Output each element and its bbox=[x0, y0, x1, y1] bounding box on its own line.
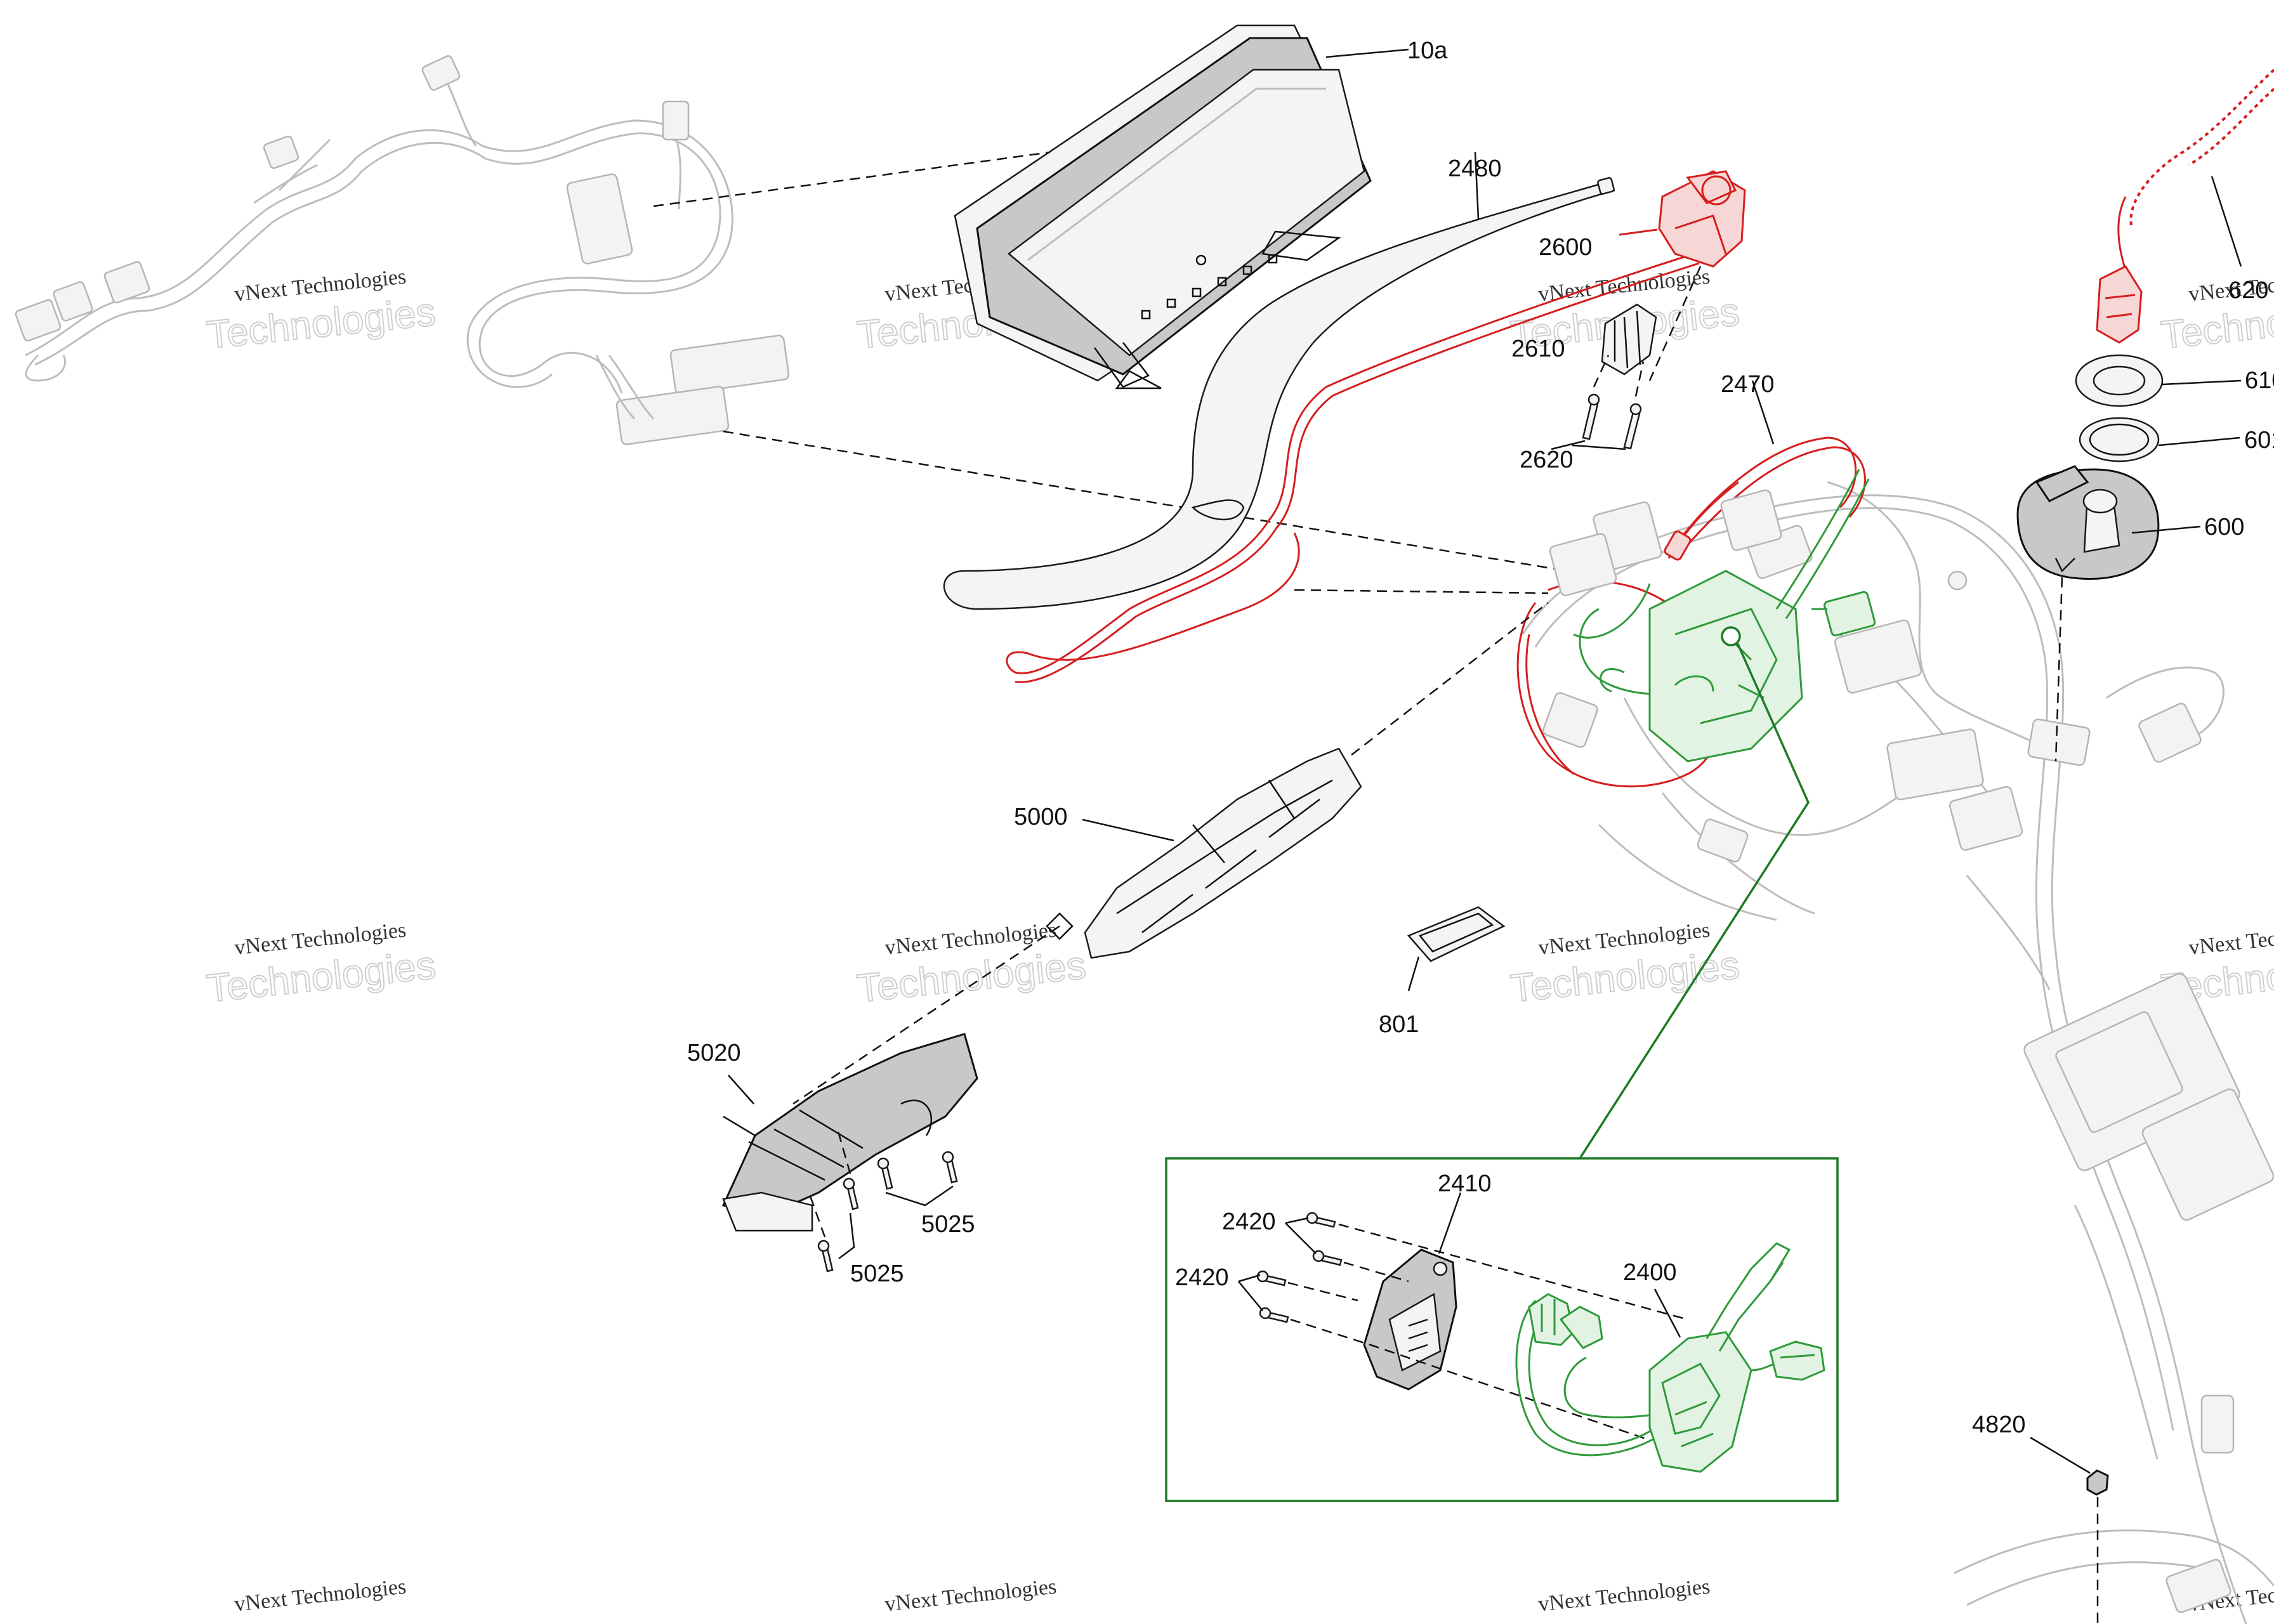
label-620: 620 bbox=[2228, 277, 2268, 304]
label-2600: 2600 bbox=[1539, 234, 1593, 261]
watermark: vNext Technologies bbox=[233, 1575, 407, 1616]
connection-line bbox=[1294, 589, 1549, 594]
watermark: Technologies vNext Technologies bbox=[204, 265, 438, 358]
nut-4820: 4820 bbox=[1972, 1411, 2109, 1624]
label-600: 600 bbox=[2204, 514, 2244, 540]
watermark: Technologies vNext Technologies bbox=[204, 918, 438, 1011]
label-5000: 5000 bbox=[1014, 804, 1068, 830]
detail-callout-leader bbox=[1579, 642, 1810, 1159]
screws-2420: 2420 2420 bbox=[1175, 1208, 1688, 1441]
label-801: 801 bbox=[1379, 1011, 1419, 1038]
switch-2600: 2600 bbox=[1539, 170, 1746, 268]
watermark: vNext Technologies bbox=[884, 1575, 1058, 1616]
label-2400: 2400 bbox=[1623, 1259, 1677, 1286]
label-2620: 2620 bbox=[1520, 447, 1574, 473]
harness-connectors bbox=[1542, 489, 1782, 863]
label-2410: 2410 bbox=[1438, 1170, 1492, 1197]
watermark: Technologies vNext Technologies bbox=[2159, 265, 2274, 358]
lanyard-620: 620 bbox=[2096, 69, 2274, 344]
ignition-switch-600: 600 bbox=[2016, 465, 2244, 762]
detail-callout-circle bbox=[1721, 626, 1741, 646]
housing-5000: 5000 bbox=[792, 602, 1549, 1105]
screws-5025: 5025 5025 bbox=[808, 1129, 975, 1287]
nut-610: 610 bbox=[2075, 354, 2274, 407]
watermark: Technologies vNext Technologies bbox=[855, 918, 1089, 1011]
washer-601: 601 bbox=[2079, 417, 2274, 462]
label-2420-lower: 2420 bbox=[1175, 1264, 1229, 1291]
svg-text:vNext Technologies: vNext Technologies bbox=[2188, 918, 2274, 959]
switch-housing-2410: 2410 bbox=[1363, 1170, 1492, 1391]
red-cable-assembly bbox=[1006, 252, 1700, 683]
label-2470: 2470 bbox=[1721, 371, 1775, 398]
label-2610: 2610 bbox=[1511, 336, 1565, 362]
label-5025-upper: 5025 bbox=[921, 1211, 975, 1238]
screws-2620: 2620 bbox=[1520, 355, 1645, 473]
label-5020: 5020 bbox=[687, 1040, 741, 1066]
watermark: vNext Technologies bbox=[1537, 1575, 1711, 1616]
label-5025-lower: 5025 bbox=[850, 1261, 904, 1287]
label-2420-upper: 2420 bbox=[1222, 1208, 1276, 1235]
main-wiring-harness bbox=[1521, 481, 2274, 1624]
label-601: 601 bbox=[2244, 427, 2274, 454]
gasket-801: 801 bbox=[1379, 906, 1506, 1038]
svg-text:vNext Technologies: vNext Technologies bbox=[884, 1575, 1058, 1616]
label-4820: 4820 bbox=[1972, 1411, 2026, 1438]
handlebar-switch-2400: 2400 bbox=[1515, 1242, 1825, 1473]
svg-text:vNext Technologies: vNext Technologies bbox=[233, 1575, 407, 1616]
tube-2480: 2480 bbox=[943, 152, 1615, 610]
label-610: 610 bbox=[2245, 367, 2274, 394]
instrument-cluster-10a: 10a bbox=[954, 24, 1448, 390]
cluster-indicator-row bbox=[1141, 254, 1278, 320]
detail-box: 2410 2420 2420 bbox=[1165, 1157, 1839, 1502]
connection-line bbox=[653, 151, 1051, 207]
handlebar-switch-in-place bbox=[1573, 469, 1876, 1159]
connection-line bbox=[723, 430, 1568, 572]
label-2480: 2480 bbox=[1448, 155, 1502, 182]
label-10a: 10a bbox=[1407, 37, 1448, 64]
cover-5020: 5020 bbox=[687, 1033, 978, 1232]
bracket-2610: 2610 bbox=[1511, 266, 1702, 381]
svg-text:vNext Technologies: vNext Technologies bbox=[1537, 1575, 1711, 1616]
upper-left-wiring-harness bbox=[15, 55, 790, 445]
